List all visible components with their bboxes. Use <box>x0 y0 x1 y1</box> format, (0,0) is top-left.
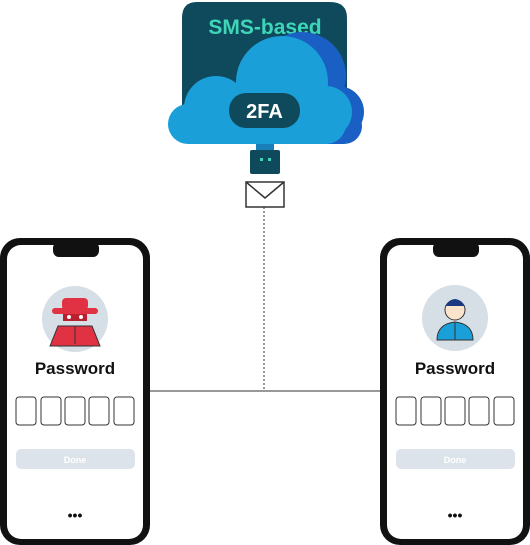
password-label: Password <box>35 359 115 378</box>
phone-attacker: Password Done ••• <box>0 238 150 545</box>
code-slot[interactable] <box>113 396 135 426</box>
code-slot[interactable] <box>395 396 417 426</box>
done-button[interactable] <box>16 449 135 469</box>
done-button[interactable] <box>396 449 515 469</box>
cloud-label: 2FA <box>246 101 283 123</box>
code-slot[interactable] <box>444 396 466 426</box>
code-slot[interactable] <box>420 396 442 426</box>
code-slot[interactable] <box>40 396 62 426</box>
phone-user: Password Done ••• <box>380 238 530 545</box>
envelope-icon <box>245 181 285 208</box>
more-dots: ••• <box>68 507 83 523</box>
code-slot[interactable] <box>15 396 37 426</box>
cloud: 2FA <box>168 32 364 144</box>
done-button-label: Done <box>64 455 87 465</box>
done-button-label: Done <box>444 455 467 465</box>
phone-notch <box>433 242 479 257</box>
code-slot[interactable] <box>468 396 490 426</box>
password-label: Password <box>415 359 495 378</box>
hacker-spy-icon <box>42 286 108 352</box>
more-dots: ••• <box>448 507 463 523</box>
connector-lines <box>150 207 381 392</box>
phone-notch <box>53 242 99 257</box>
code-slot[interactable] <box>88 396 110 426</box>
usb-plug-icon <box>250 144 280 174</box>
code-slot[interactable] <box>64 396 86 426</box>
code-input-row <box>15 396 135 426</box>
cloud-label-pill <box>229 93 300 128</box>
user-icon <box>422 285 488 351</box>
code-input-row <box>395 396 515 426</box>
code-slot[interactable] <box>493 396 515 426</box>
